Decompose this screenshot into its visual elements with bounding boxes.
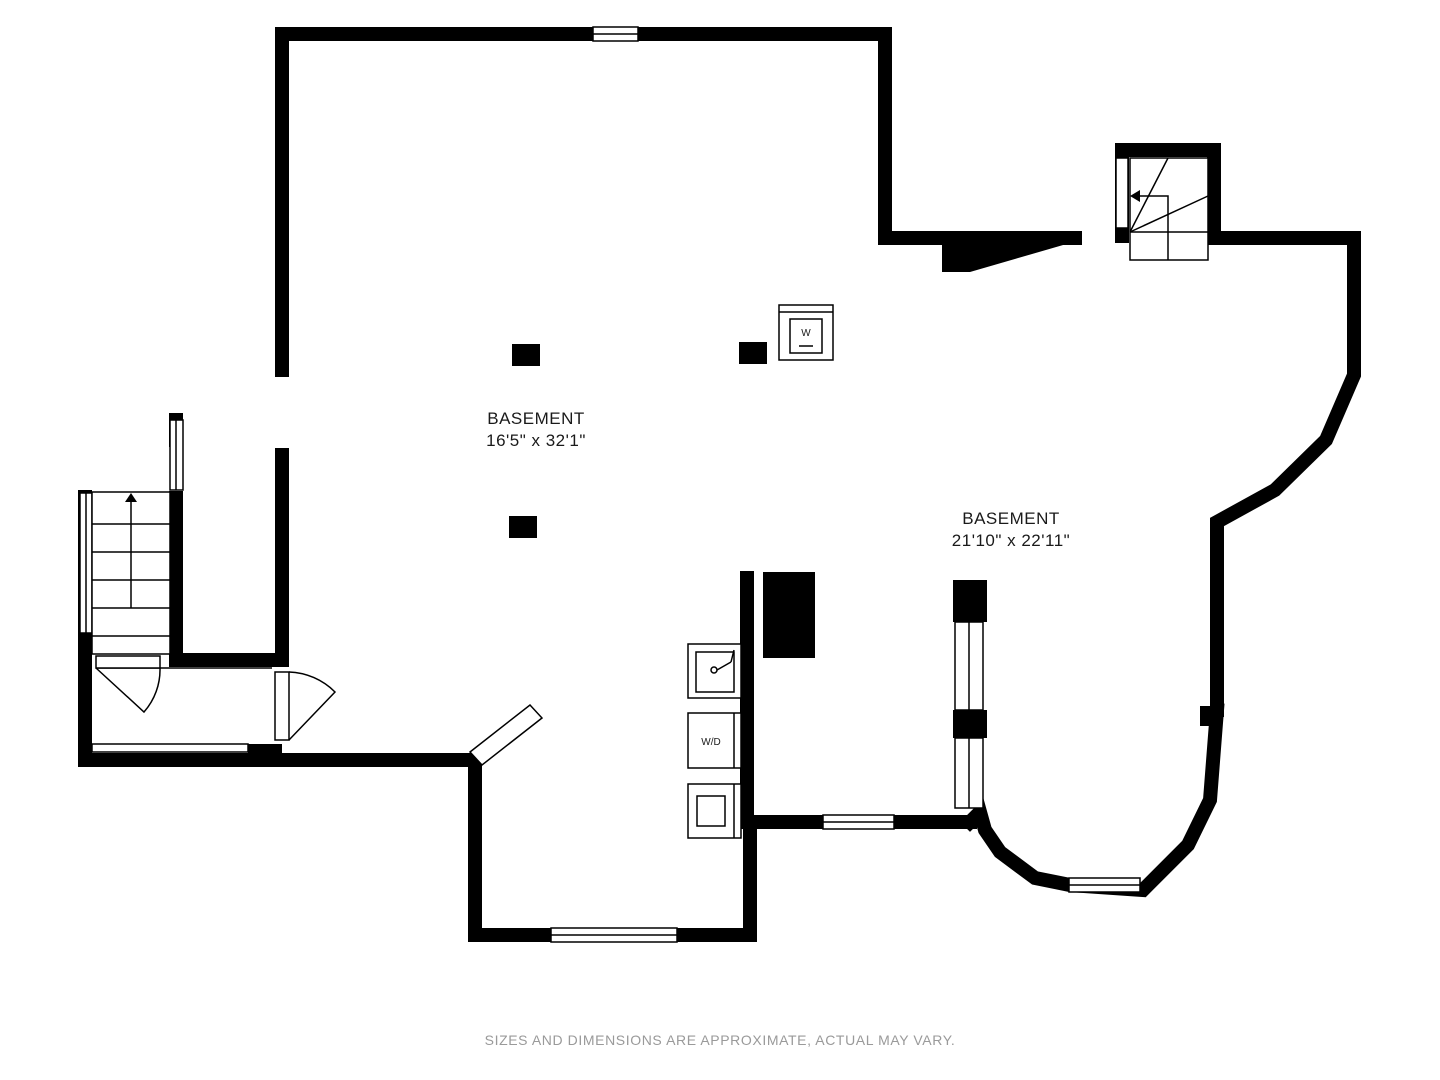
washer-dryer: W/D	[687, 712, 742, 769]
support-column	[248, 744, 282, 760]
windows	[79, 26, 1141, 943]
chimney-block	[763, 572, 815, 658]
window	[1115, 157, 1129, 229]
support-column	[953, 580, 987, 622]
left-staircase	[91, 491, 171, 655]
laundry-sink	[687, 643, 742, 699]
washer-dryer-label: W/D	[701, 737, 720, 748]
support-column	[1200, 706, 1222, 726]
chimney-wedge	[942, 238, 1075, 272]
water-heater: W	[778, 304, 834, 361]
landing-step	[91, 743, 249, 753]
disclaimer-text: SIZES AND DIMENSIONS ARE APPROXIMATE, AC…	[484, 1032, 956, 1048]
doors	[95, 655, 544, 767]
room-name: BASEMENT	[487, 409, 585, 428]
support-column	[509, 516, 537, 538]
door-frame	[95, 655, 161, 669]
arrow-up-icon	[125, 493, 137, 502]
support-column	[953, 710, 987, 738]
dryer	[687, 783, 742, 839]
door-frame	[274, 671, 290, 741]
room-name: BASEMENT	[962, 509, 1060, 528]
support-column	[512, 344, 540, 366]
door-swing	[288, 671, 337, 741]
support-column	[739, 342, 767, 364]
door-swing	[95, 667, 161, 714]
structural-columns	[248, 238, 1222, 760]
glass-partition	[954, 621, 984, 809]
door-panel	[468, 703, 544, 767]
room-dimensions: 21'10" x 22'11"	[952, 531, 1070, 550]
right-staircase	[1129, 157, 1209, 261]
room-dimensions: 16'5" x 32'1"	[486, 431, 586, 450]
arrow-left-icon	[1130, 190, 1140, 202]
water-heater-label: W	[801, 328, 811, 339]
